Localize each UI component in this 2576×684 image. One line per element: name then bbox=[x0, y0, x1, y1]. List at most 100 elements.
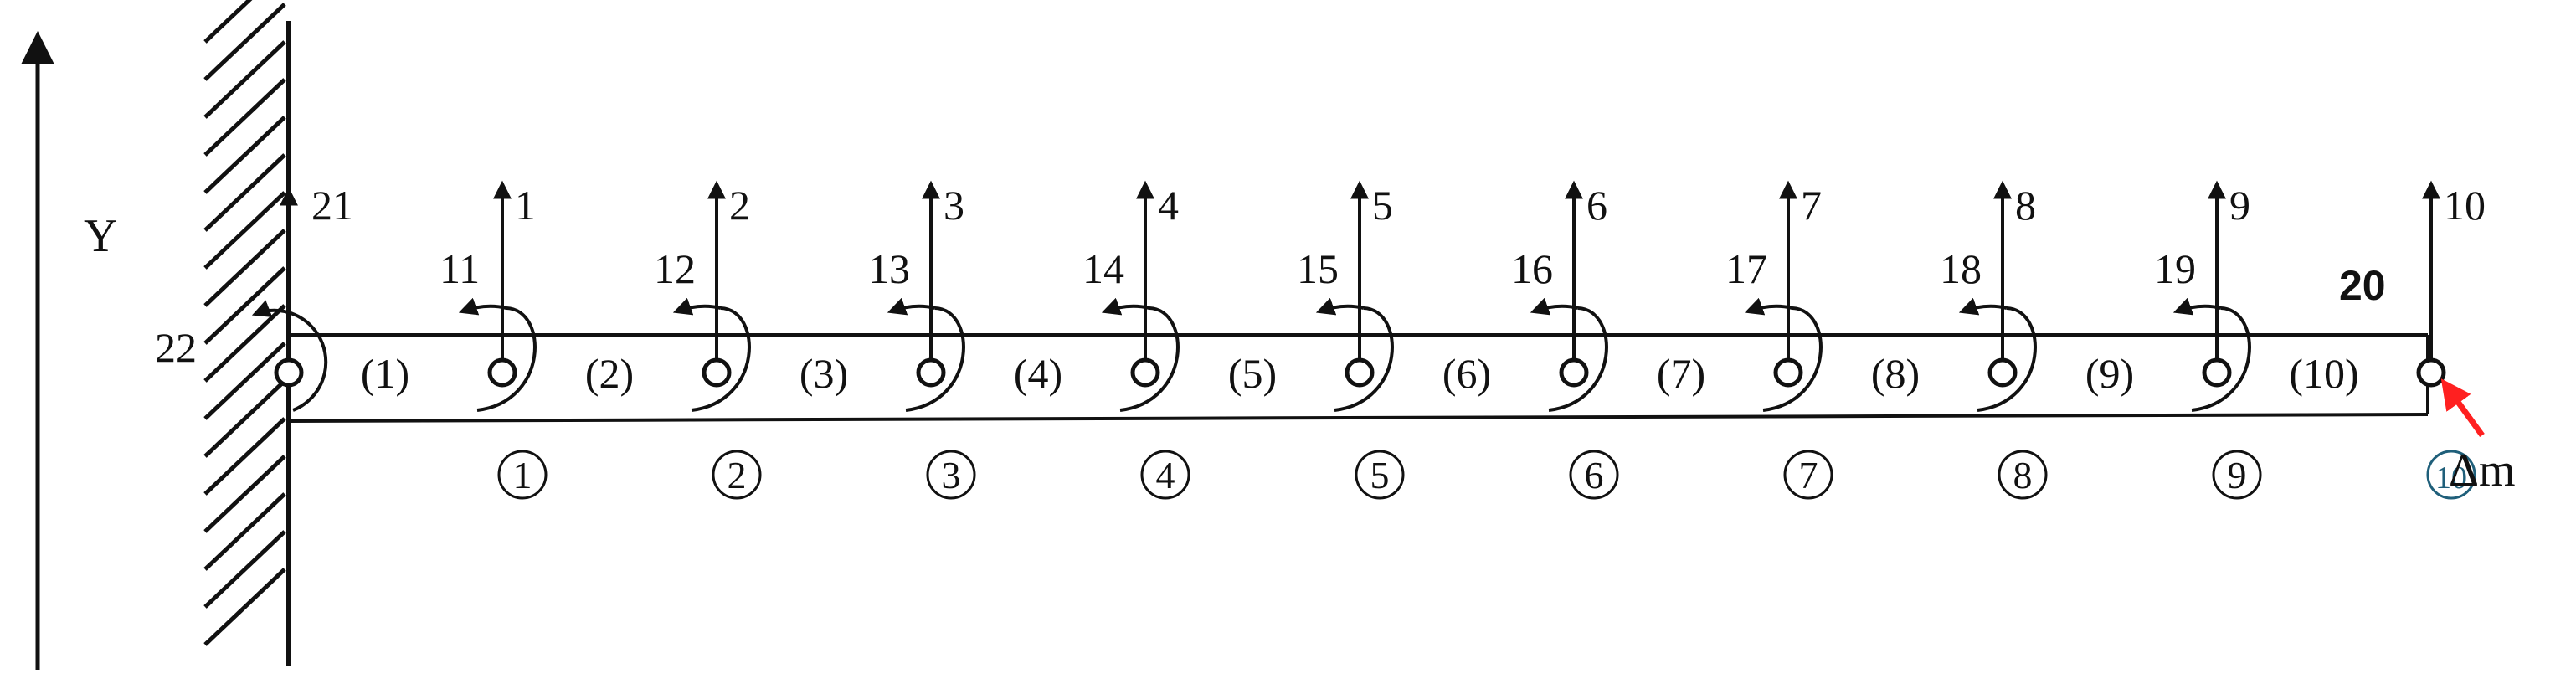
element-label: (6) bbox=[1442, 350, 1491, 397]
added-mass-arrow bbox=[2440, 378, 2485, 438]
wall-hatch-line bbox=[203, 3, 286, 81]
node-circle bbox=[1773, 357, 1803, 388]
translation-dof-label: 10 bbox=[2444, 182, 2486, 229]
element-label: (8) bbox=[1871, 350, 1920, 397]
node-number-label: 1 bbox=[497, 450, 548, 500]
rotation-dof-arrow bbox=[1530, 297, 1579, 316]
element-label: (3) bbox=[800, 350, 848, 397]
node-circle bbox=[487, 357, 517, 388]
fixed-wall-support bbox=[203, 0, 291, 666]
rotation-dof-arc bbox=[476, 306, 537, 412]
beam-node: 2 12 bbox=[654, 180, 751, 412]
rotation-dof-label: 12 bbox=[654, 245, 696, 292]
beam-node: 3 13 bbox=[868, 180, 965, 412]
svg-text:10: 10 bbox=[2435, 460, 2467, 496]
element-label: (5) bbox=[1228, 350, 1277, 397]
rotation-dof-arrow bbox=[458, 297, 507, 316]
translation-dof-label: 8 bbox=[2015, 182, 2036, 229]
beam-node: 818 bbox=[1940, 180, 2037, 412]
wall-hatch-line bbox=[203, 417, 286, 496]
node-circle bbox=[1987, 357, 2018, 388]
beam-node: 111 bbox=[440, 180, 537, 412]
rotation-dof-arc bbox=[1977, 306, 2037, 412]
root-translation-dof-label: 21 bbox=[311, 182, 353, 229]
translation-dof-label: 3 bbox=[944, 182, 964, 229]
element-label: (1) bbox=[361, 350, 409, 397]
svg-text:3: 3 bbox=[942, 454, 961, 496]
translation-dof-label: 1 bbox=[515, 182, 536, 229]
rotation-dof-arc bbox=[1119, 306, 1180, 412]
svg-text:2: 2 bbox=[728, 454, 747, 496]
svg-text:7: 7 bbox=[1799, 454, 1818, 496]
element-label: (9) bbox=[2085, 350, 2134, 397]
svg-text:6: 6 bbox=[1585, 454, 1604, 496]
rotation-dof-arc bbox=[1548, 306, 1608, 412]
wall-hatch-line bbox=[203, 266, 286, 345]
beam-node: 9 19 bbox=[2154, 180, 2251, 412]
node-number-label: 8 bbox=[1998, 450, 2048, 500]
rotation-dof-arrow bbox=[1101, 297, 1150, 316]
added-mass-label: Δm bbox=[2449, 445, 2516, 496]
translation-dof-label: 2 bbox=[729, 182, 750, 229]
element-label: (2) bbox=[585, 350, 634, 397]
rotation-dof-label: 11 bbox=[440, 245, 480, 292]
wall-hatch-line bbox=[203, 455, 286, 533]
rotation-dof-arrow bbox=[1315, 297, 1365, 316]
element-label: (4) bbox=[1014, 350, 1062, 397]
rotation-dof-arc bbox=[691, 306, 751, 412]
translation-dof-label: 9 bbox=[2229, 182, 2250, 229]
svg-text:5: 5 bbox=[1370, 454, 1390, 496]
svg-text:4: 4 bbox=[1156, 454, 1175, 496]
wall-hatch-line bbox=[203, 0, 253, 44]
translation-dof-label: 5 bbox=[1372, 182, 1393, 229]
rotation-dof-label: 13 bbox=[868, 245, 910, 292]
svg-text:1: 1 bbox=[513, 454, 532, 496]
translation-dof-label: 4 bbox=[1158, 182, 1179, 229]
element-label: (7) bbox=[1657, 350, 1705, 397]
node-number-label: 6 bbox=[1569, 450, 1619, 500]
node-number-label: 3 bbox=[926, 450, 976, 500]
rotation-dof-arrow bbox=[672, 297, 722, 316]
element-label: (10) bbox=[2289, 350, 2358, 397]
translation-dof-label: 7 bbox=[1801, 182, 1822, 229]
rotation-dof-label: 20 bbox=[2339, 262, 2386, 309]
wall-hatch-line bbox=[203, 116, 286, 194]
root-node: 21 22 bbox=[155, 182, 353, 412]
node-circle bbox=[916, 357, 946, 388]
rotation-dof-label: 19 bbox=[2154, 245, 2196, 292]
node-number-label: 2 bbox=[712, 450, 762, 500]
rotation-dof-arrow bbox=[2172, 297, 2222, 316]
svg-text:8: 8 bbox=[2013, 454, 2033, 496]
rotation-dof-arc bbox=[2191, 306, 2251, 412]
wall-hatch-line bbox=[203, 492, 286, 571]
wall-hatch-line bbox=[203, 530, 286, 609]
node-circle bbox=[1130, 357, 1160, 388]
beam-node: 10 20 bbox=[2339, 180, 2486, 388]
wall-hatch-line bbox=[203, 304, 286, 383]
root-rotation-dof-label: 22 bbox=[155, 324, 197, 371]
beam-node: 616 bbox=[1511, 180, 1608, 412]
added-mass-marker: Δm bbox=[2440, 378, 2516, 496]
wall-hatch-line bbox=[203, 229, 286, 307]
rotation-dof-arrow bbox=[887, 297, 936, 316]
node-number-label: 10 bbox=[2426, 450, 2476, 500]
beam-node: 414 bbox=[1082, 180, 1180, 412]
node-circle bbox=[702, 357, 732, 388]
beam-node: 515 bbox=[1297, 180, 1394, 412]
rotation-dof-label: 17 bbox=[1725, 245, 1767, 292]
wall-hatch-line bbox=[203, 153, 286, 232]
wall-hatch-line bbox=[203, 342, 286, 420]
node-number-label: 7 bbox=[1783, 450, 1833, 500]
wall-hatch-line bbox=[203, 568, 286, 646]
beam-node: 7 17 bbox=[1725, 180, 1823, 412]
wall-hatch-line bbox=[203, 78, 286, 157]
svg-text:9: 9 bbox=[2228, 454, 2247, 496]
wall-hatch-line bbox=[203, 40, 286, 119]
node-circle bbox=[1345, 357, 1375, 388]
node-circle bbox=[2202, 357, 2232, 388]
node-number-label: 9 bbox=[2212, 450, 2262, 500]
rotation-dof-arrow bbox=[1958, 297, 2008, 316]
node-circle bbox=[1559, 357, 1589, 388]
rotation-dof-arc bbox=[1334, 306, 1394, 412]
